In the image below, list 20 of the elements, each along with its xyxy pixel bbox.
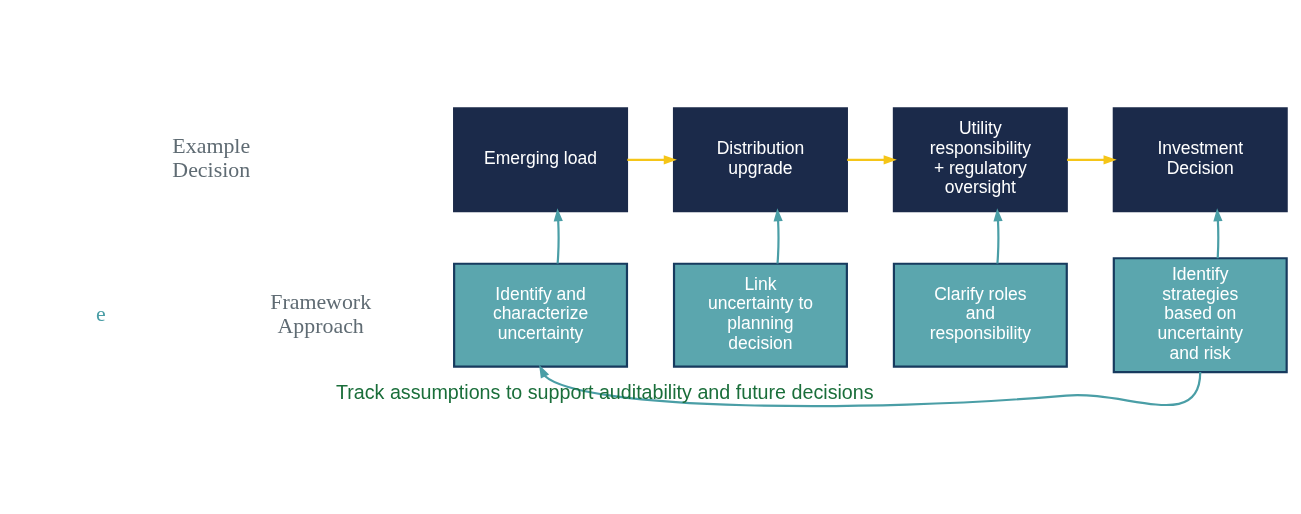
arrow [627,154,677,164]
node-box: Link uncertainty to planning decision [672,262,848,368]
node-box: Identify strategies based on uncertainty and risk [1112,256,1288,373]
arrow [773,207,783,264]
edge-label: Track assumptions to support auditability and future decisions [335,380,874,403]
node-box: Investment Decision [1112,106,1288,212]
arrow [1067,154,1117,164]
node-box: Emerging load [453,106,629,212]
arrow [539,364,1202,407]
node-box: Identify and characterize uncertainty [453,262,629,368]
arrow [1213,207,1223,258]
node-box: Utility responsibility + regulatory oversight [892,106,1068,212]
arrow [847,154,897,164]
node-box: Clarify roles and responsibility [892,262,1068,368]
node-box: Distribution upgrade [672,106,848,212]
label: e [95,301,106,326]
label: Example Decision [172,133,251,182]
label: Framework Approach [270,289,372,338]
arrow [553,207,563,264]
arrow [993,207,1003,264]
